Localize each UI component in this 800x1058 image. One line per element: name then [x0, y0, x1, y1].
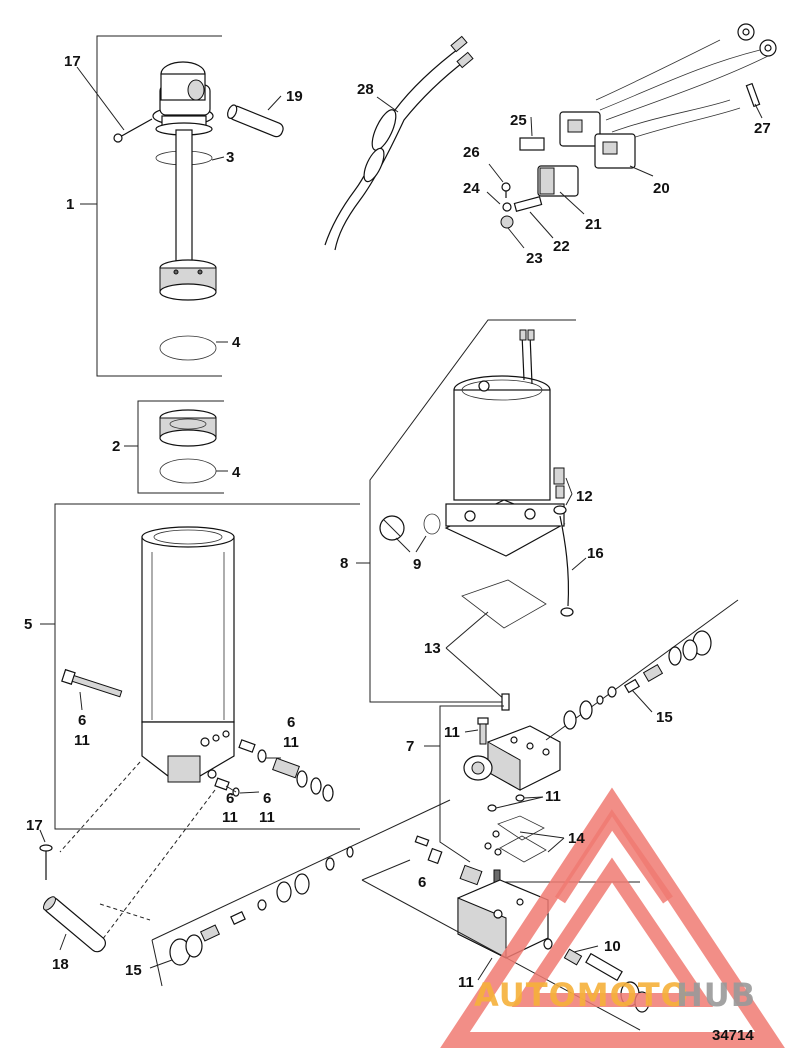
callout-11-manifold: 11 — [458, 974, 474, 991]
callout-12: 12 — [576, 488, 593, 505]
callout-9: 9 — [413, 556, 421, 573]
callout-1: 1 — [66, 196, 74, 213]
callout-6-left: 6 — [78, 712, 86, 729]
relay-harness-group — [559, 23, 777, 177]
callout-11-left: 11 — [74, 732, 90, 749]
pump-group — [414, 705, 640, 981]
callout-19: 19 — [286, 88, 303, 105]
callout-15-right: 15 — [656, 709, 673, 726]
callout-5: 5 — [24, 616, 32, 633]
callout-21: 21 — [585, 216, 602, 233]
callout-14: 14 — [568, 830, 585, 847]
callout-23: 23 — [526, 250, 543, 267]
motor-group — [356, 319, 587, 711]
callout-2: 2 — [112, 438, 120, 455]
callout-6-mid: 6 — [226, 790, 234, 807]
callout-labels: 17 19 3 1 4 2 4 5 6 11 6 11 6 11 6 11 17… — [24, 53, 771, 1044]
valve-line-lower — [149, 799, 451, 987]
watermark-triangle-outer — [440, 787, 785, 1048]
callout-11-pump: 11 — [444, 724, 460, 741]
relay-parts-group — [486, 116, 585, 249]
callout-6-right: 6 — [287, 714, 295, 731]
callout-26: 26 — [463, 144, 480, 161]
valve-line-upper — [545, 599, 739, 741]
callout-10: 10 — [604, 938, 621, 955]
callout-11-orings: 11 — [545, 788, 561, 805]
pivot-pin-group — [39, 761, 216, 953]
callout-4-bottom: 4 — [232, 464, 241, 481]
callout-16: 16 — [587, 545, 604, 562]
watermark-text-hub: HUB — [676, 976, 756, 1014]
callout-11-mid2: 11 — [259, 809, 275, 826]
callout-7: 7 — [406, 738, 414, 755]
callout-22: 22 — [553, 238, 570, 255]
cylinder-group — [40, 503, 360, 830]
callout-24: 24 — [463, 180, 480, 197]
callout-27: 27 — [754, 120, 771, 137]
diagram-id: 34714 — [712, 1027, 754, 1044]
callout-28: 28 — [357, 81, 374, 98]
watermark-triangle-inner — [511, 857, 714, 1007]
watermark-text-auto: AUTOMOTO — [474, 976, 689, 1014]
callout-3: 3 — [226, 149, 234, 166]
callout-6-pump: 6 — [418, 874, 426, 891]
callout-8: 8 — [340, 555, 348, 572]
callout-15-left: 15 — [125, 962, 142, 979]
callout-20: 20 — [653, 180, 670, 197]
watermark-logo: AUTOMOTO HUB — [440, 787, 785, 1048]
callout-4-top: 4 — [232, 334, 241, 351]
callout-17-bottom: 17 — [26, 817, 43, 834]
callout-25: 25 — [510, 112, 527, 129]
callout-6-mid2: 6 — [263, 790, 271, 807]
ram-assembly-group — [76, 35, 284, 377]
wire-harness-group — [324, 35, 474, 251]
callout-13: 13 — [424, 640, 441, 657]
piston-seal-group — [124, 400, 228, 494]
callout-11-right: 11 — [283, 734, 299, 751]
callout-17-top: 17 — [64, 53, 81, 70]
callout-11-mid: 11 — [222, 809, 238, 826]
callout-18: 18 — [52, 956, 69, 973]
